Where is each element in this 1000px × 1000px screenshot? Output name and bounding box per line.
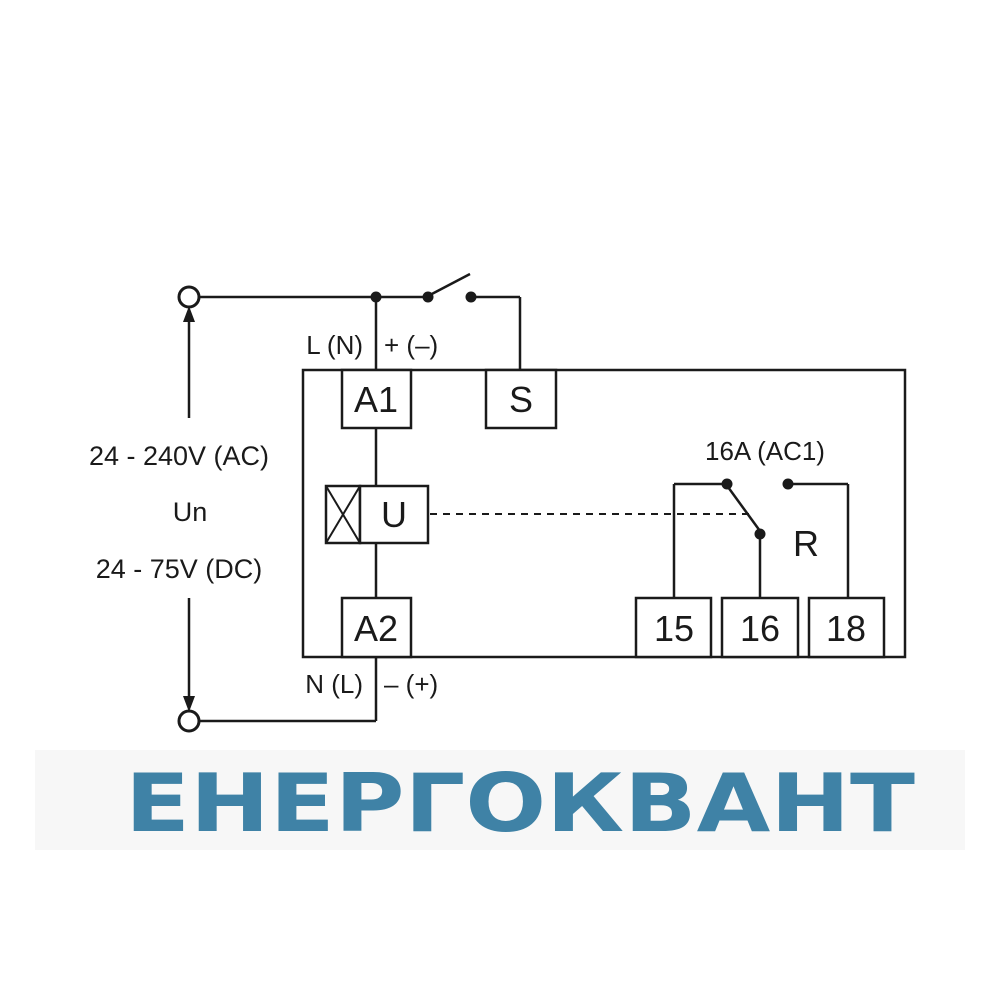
terminal-a2 bbox=[340, 596, 413, 659]
coil-symbol bbox=[324, 484, 430, 545]
supply-terminal-bottom bbox=[177, 709, 201, 733]
label-a2: A2 bbox=[354, 608, 398, 649]
polarity-top-right: + (–) bbox=[384, 330, 438, 360]
relay-contact-dot-18 bbox=[782, 478, 794, 490]
terminal-a1 bbox=[340, 368, 413, 430]
wires bbox=[187, 272, 850, 723]
switch-contact-dot bbox=[422, 291, 434, 303]
relay-contact-dot-16 bbox=[754, 528, 766, 540]
supply-ac-range: 24 - 240V (AC) bbox=[89, 441, 269, 471]
label-u: U bbox=[381, 494, 407, 535]
terminal-15 bbox=[634, 596, 713, 659]
junction-dot bbox=[370, 291, 382, 303]
polarity-bottom-left: N (L) bbox=[305, 669, 363, 699]
polarity-bottom-right: – (+) bbox=[384, 669, 438, 699]
terminal-18 bbox=[807, 596, 886, 659]
relay-contact-dot-15 bbox=[721, 478, 733, 490]
label-18: 18 bbox=[826, 608, 866, 649]
label-s: S bbox=[509, 379, 533, 420]
arrow-down-icon bbox=[183, 696, 195, 712]
brand-logo: ЕНЕРГОКВАНТ bbox=[125, 757, 916, 850]
supply-symbol: Un bbox=[173, 497, 208, 527]
arrow-up-icon bbox=[183, 306, 195, 322]
label-15: 15 bbox=[654, 608, 694, 649]
polarity-top-left: L (N) bbox=[306, 330, 363, 360]
label-r: R bbox=[793, 523, 819, 564]
contact-rating: 16A (AC1) bbox=[705, 436, 825, 466]
terminal-16 bbox=[720, 596, 800, 659]
brand-band bbox=[35, 750, 965, 850]
switch-contact-dot bbox=[465, 291, 477, 303]
supply-dc-range: 24 - 75V (DC) bbox=[96, 554, 263, 584]
switch-lever bbox=[427, 272, 471, 298]
label-a1: A1 bbox=[354, 379, 398, 420]
label-16: 16 bbox=[740, 608, 780, 649]
terminal-s bbox=[484, 368, 558, 430]
relay-lever bbox=[726, 486, 762, 532]
supply-terminal-top bbox=[177, 285, 201, 309]
device-housing bbox=[301, 368, 907, 659]
coil-u-box bbox=[358, 484, 430, 545]
